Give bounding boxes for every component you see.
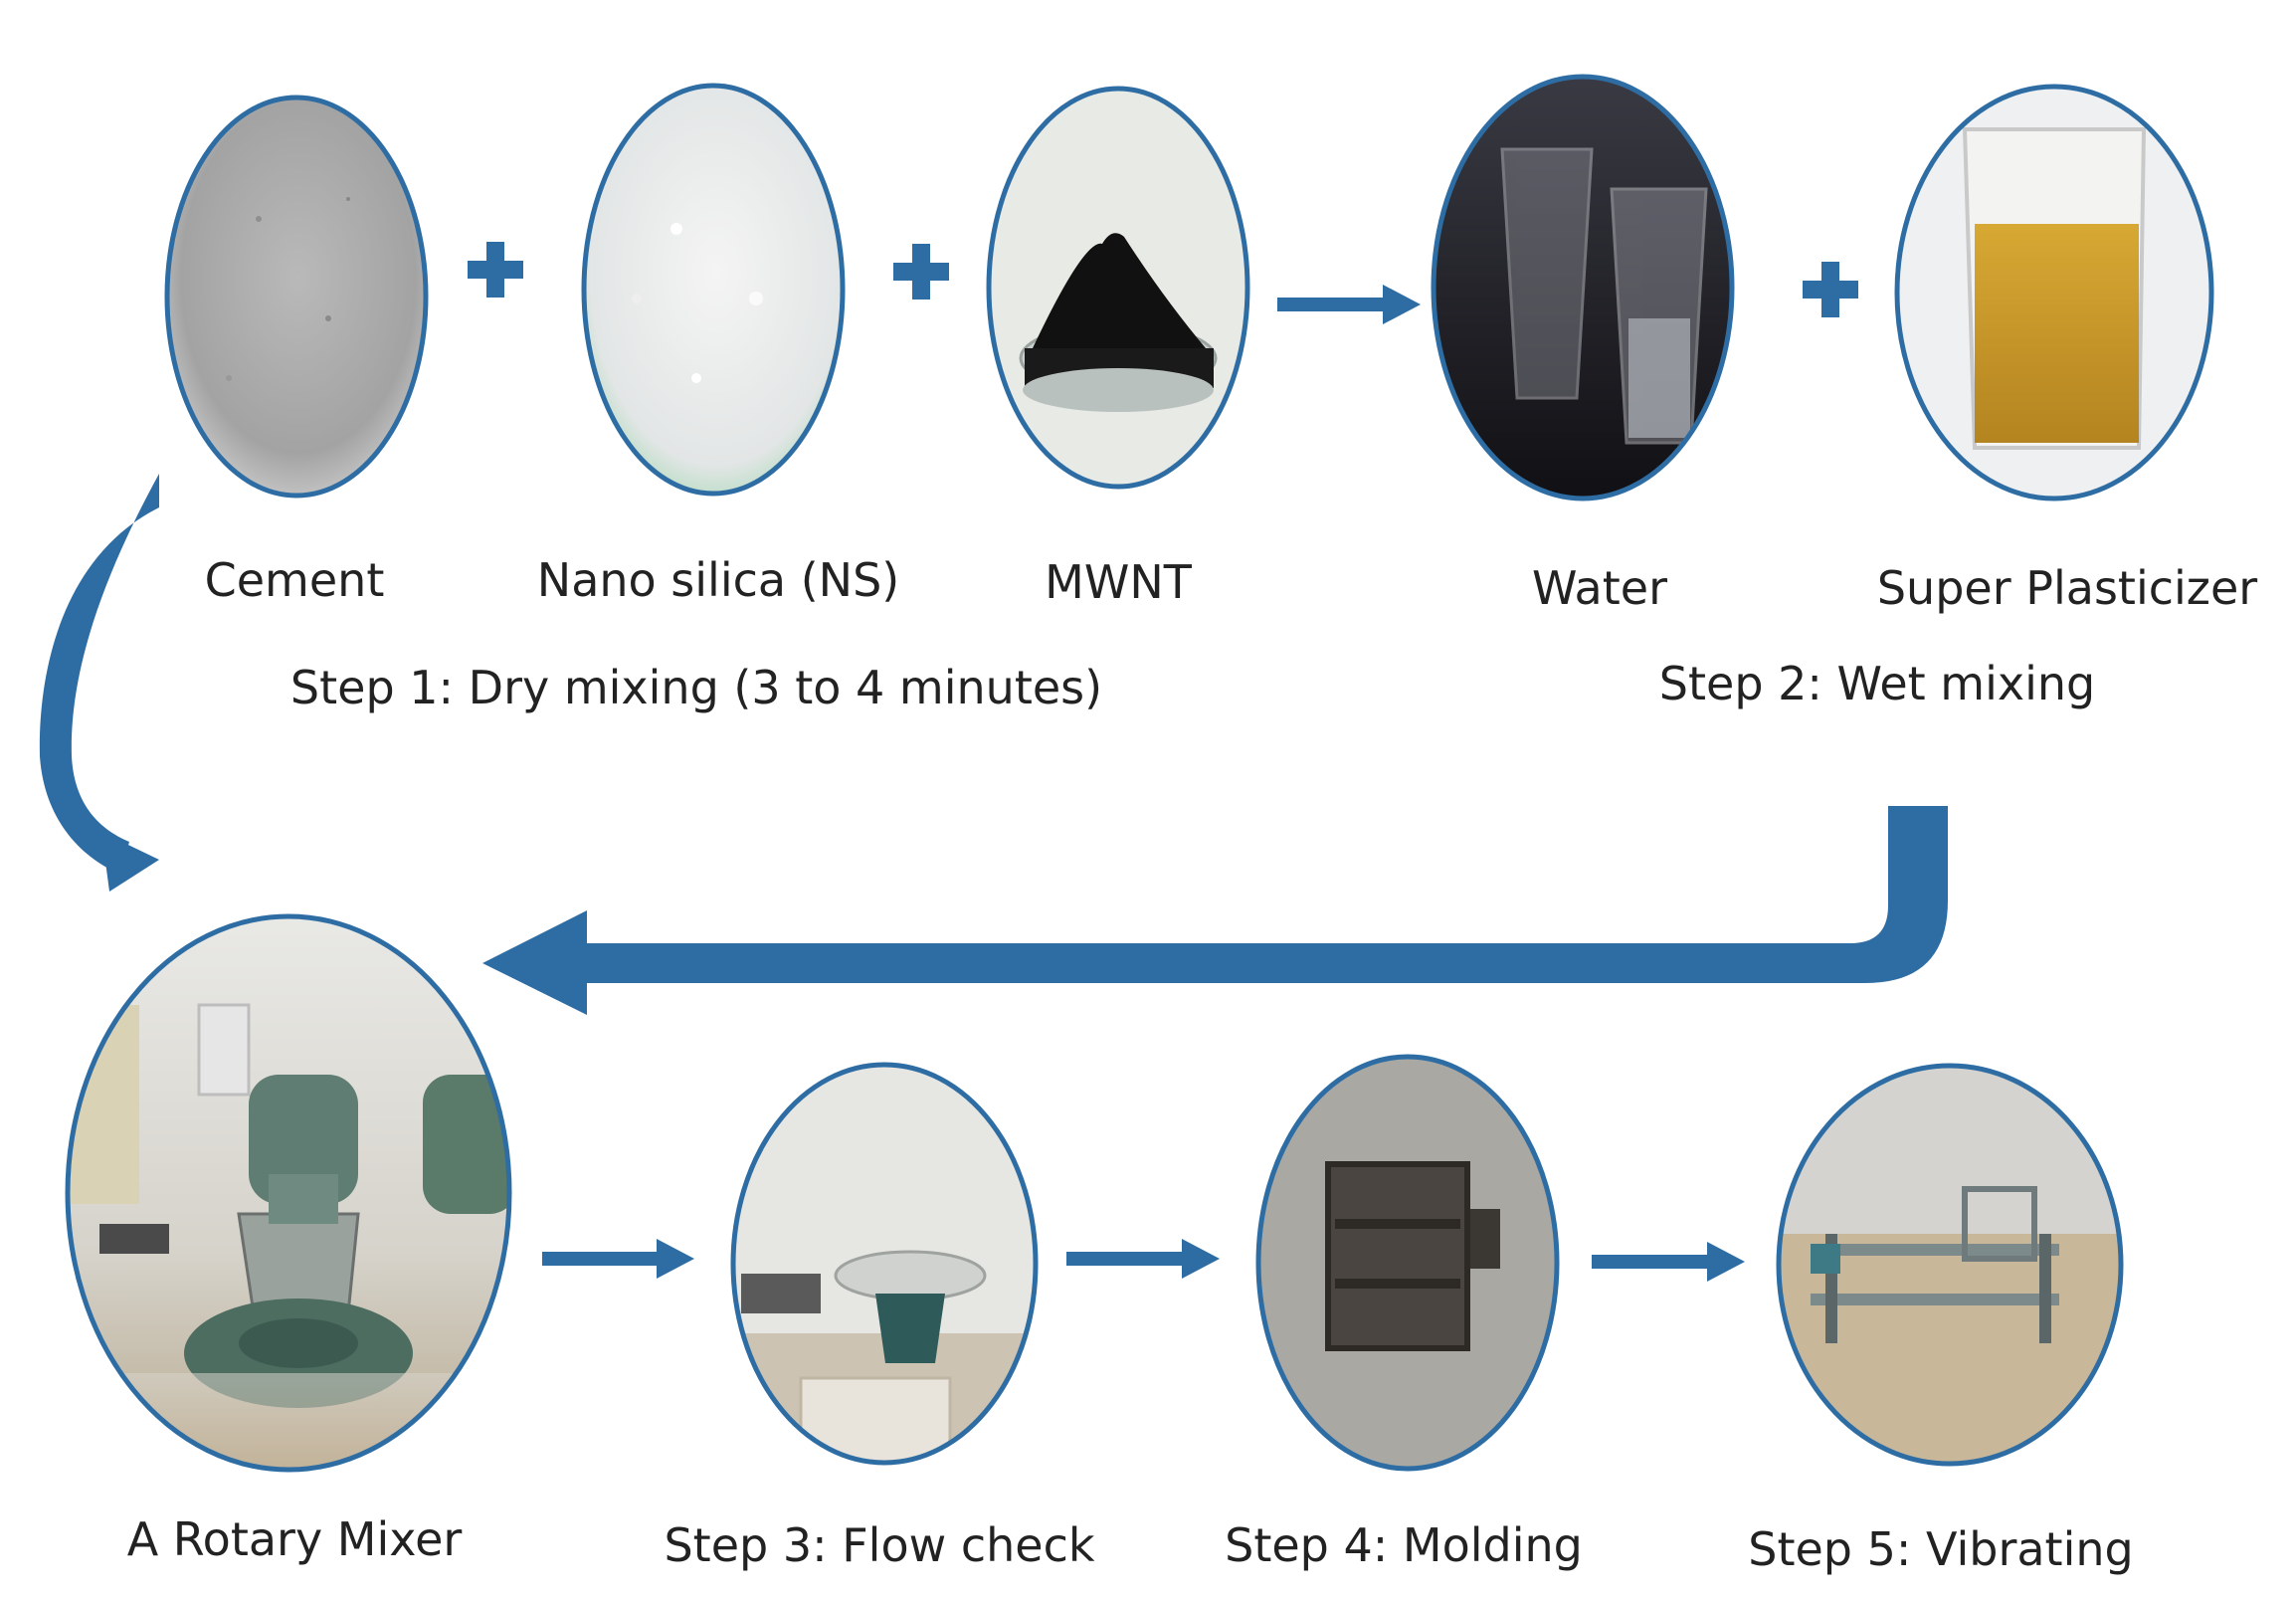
- rotary-mixer-image: [68, 916, 509, 1470]
- mwnt-image: [989, 89, 1247, 487]
- label-molding: Step 4: Molding: [1225, 1518, 1583, 1572]
- water-image: [1434, 77, 1732, 499]
- plus-icon-2: [893, 244, 949, 300]
- label-flow-check: Step 3: Flow check: [664, 1518, 1095, 1572]
- step1-caption: Step 1: Dry mixing (3 to 4 minutes): [289, 661, 1103, 714]
- label-cement: Cement: [204, 553, 385, 607]
- plus-icon-3: [1803, 262, 1858, 317]
- plus-icon-1: [468, 242, 523, 298]
- label-mwnt: MWNT: [1045, 555, 1192, 609]
- label-vibrating: Step 5: Vibrating: [1748, 1522, 2134, 1576]
- arrow-right-icon-3: [1592, 1242, 1745, 1282]
- label-super-plasticizer: Super Plasticizer: [1876, 561, 2258, 615]
- arrow-right-icon-2: [1066, 1239, 1220, 1279]
- super-plasticizer-image: [1897, 87, 2211, 499]
- label-rotary-mixer: A Rotary Mixer: [126, 1512, 463, 1566]
- arrow-right-icon-1: [542, 1239, 694, 1279]
- molding-image: [1258, 1057, 1557, 1469]
- label-water: Water: [1532, 561, 1667, 615]
- return-arrow-icon: [482, 806, 1948, 1015]
- step2-caption: Step 2: Wet mixing: [1658, 657, 2096, 710]
- flow-check-image: [733, 1065, 1036, 1463]
- cement-image: [167, 98, 426, 496]
- arrow-right-icon-top: [1277, 285, 1421, 324]
- label-nano-silica: Nano silica (NS): [536, 553, 900, 607]
- nano-silica-image: [584, 86, 843, 494]
- curved-arrow-icon: [39, 474, 159, 892]
